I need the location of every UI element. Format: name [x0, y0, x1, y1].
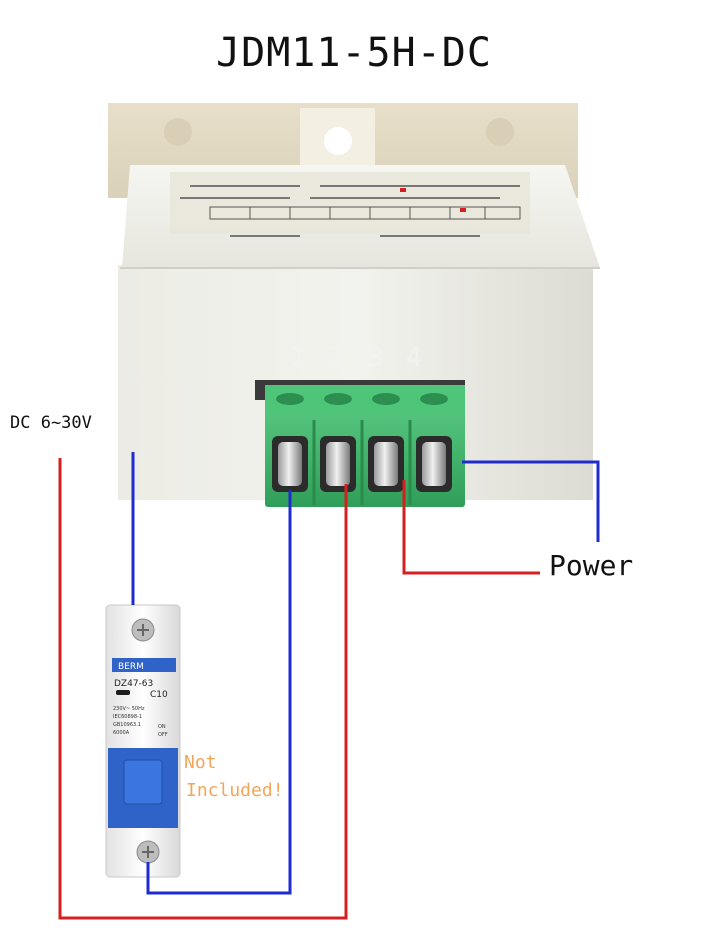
not-included-label-line1: Not	[184, 752, 217, 773]
terminal-number-2: 2	[328, 343, 345, 373]
red-wire-terminal-3-to-power	[402, 480, 540, 575]
printed-text-lines	[180, 185, 520, 237]
power-label: Power	[549, 549, 634, 582]
terminal-label-grid	[209, 206, 521, 220]
breaker-brand: BERM	[118, 662, 144, 672]
breaker-handle	[123, 759, 163, 805]
breaker-model: DZ47-63	[114, 679, 153, 689]
rear-dimple-right	[486, 118, 514, 146]
terminal-top-screws	[276, 393, 448, 405]
circuit-breaker	[105, 604, 181, 878]
rear-dimple-left	[164, 118, 192, 146]
breaker-brand-plate	[112, 658, 176, 672]
breaker-led	[116, 690, 130, 695]
terminal-clamps	[272, 436, 452, 492]
red-marker-1	[400, 188, 406, 192]
terminal-number-1: 1	[290, 343, 307, 373]
red-marker-2	[460, 208, 466, 212]
page-title: JDM11-5H-DC	[216, 30, 492, 76]
terminal-number-4: 4	[406, 343, 423, 373]
breaker-body	[105, 604, 181, 878]
blue-wire-terminal-4-to-power	[462, 460, 600, 542]
breaker-on-label: ON	[158, 724, 166, 730]
red-wire-supply-to-terminal-2	[58, 458, 348, 920]
breaker-printed-text: BERM DZ47-63 C10 230V~ 50Hz IEC60898-1 G…	[113, 662, 168, 738]
breaker-rating: C10	[150, 690, 168, 700]
breaker-off-label: OFF	[158, 732, 168, 738]
breaker-spec-4: 6000A	[113, 730, 130, 736]
breaker-spec-1: 230V~ 50Hz	[113, 706, 145, 712]
relay-device	[108, 103, 600, 507]
mounting-hole	[324, 127, 352, 155]
terminal-dividers	[312, 420, 412, 505]
top-label-strip	[170, 172, 530, 234]
terminal-number-3: 3	[367, 343, 384, 373]
breaker-spec-3: GB10963.1	[113, 722, 141, 728]
wires	[58, 452, 600, 920]
breaker-spec-2: IEC60898-1	[113, 714, 142, 720]
not-included-label-line2: Included!	[186, 780, 284, 801]
supply-voltage-label: DC 6~30V	[10, 413, 92, 433]
terminal-number-labels: 1 2 3 4	[290, 343, 423, 373]
blue-wire-breaker-to-terminal-1	[146, 490, 292, 895]
